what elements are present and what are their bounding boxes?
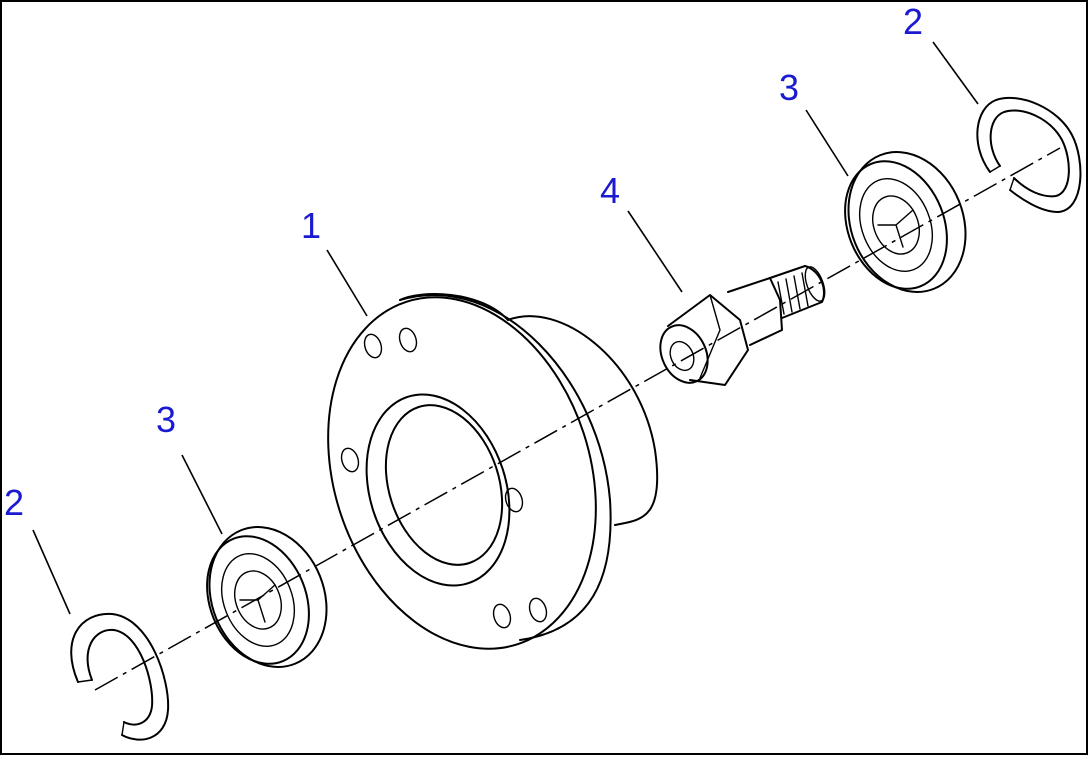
leader-line-1: [326, 249, 368, 317]
snap-ring-left-part: [70, 612, 170, 741]
leader-line-2-left: [32, 529, 71, 615]
bearing-left-part: [206, 526, 328, 668]
bearing-right-part: [844, 151, 967, 293]
snap-ring-right-part: [976, 96, 1082, 213]
leader-line-4: [627, 210, 683, 293]
leader-line-2-right: [932, 41, 979, 105]
leader-lines: [32, 41, 979, 615]
callout-1-hub: 1: [301, 205, 321, 246]
leader-line-3-left: [181, 454, 223, 535]
callout-4-shaft: 4: [600, 170, 620, 211]
callout-2-snap-ring-left: 2: [4, 482, 24, 523]
shaft-part: [659, 265, 826, 386]
leader-line-3-right: [805, 109, 849, 177]
hub-part: [327, 293, 659, 650]
callout-2-snap-ring-right: 2: [903, 1, 923, 42]
callout-3-bearing-right: 3: [779, 67, 799, 108]
callout-3-bearing-left: 3: [156, 399, 176, 440]
